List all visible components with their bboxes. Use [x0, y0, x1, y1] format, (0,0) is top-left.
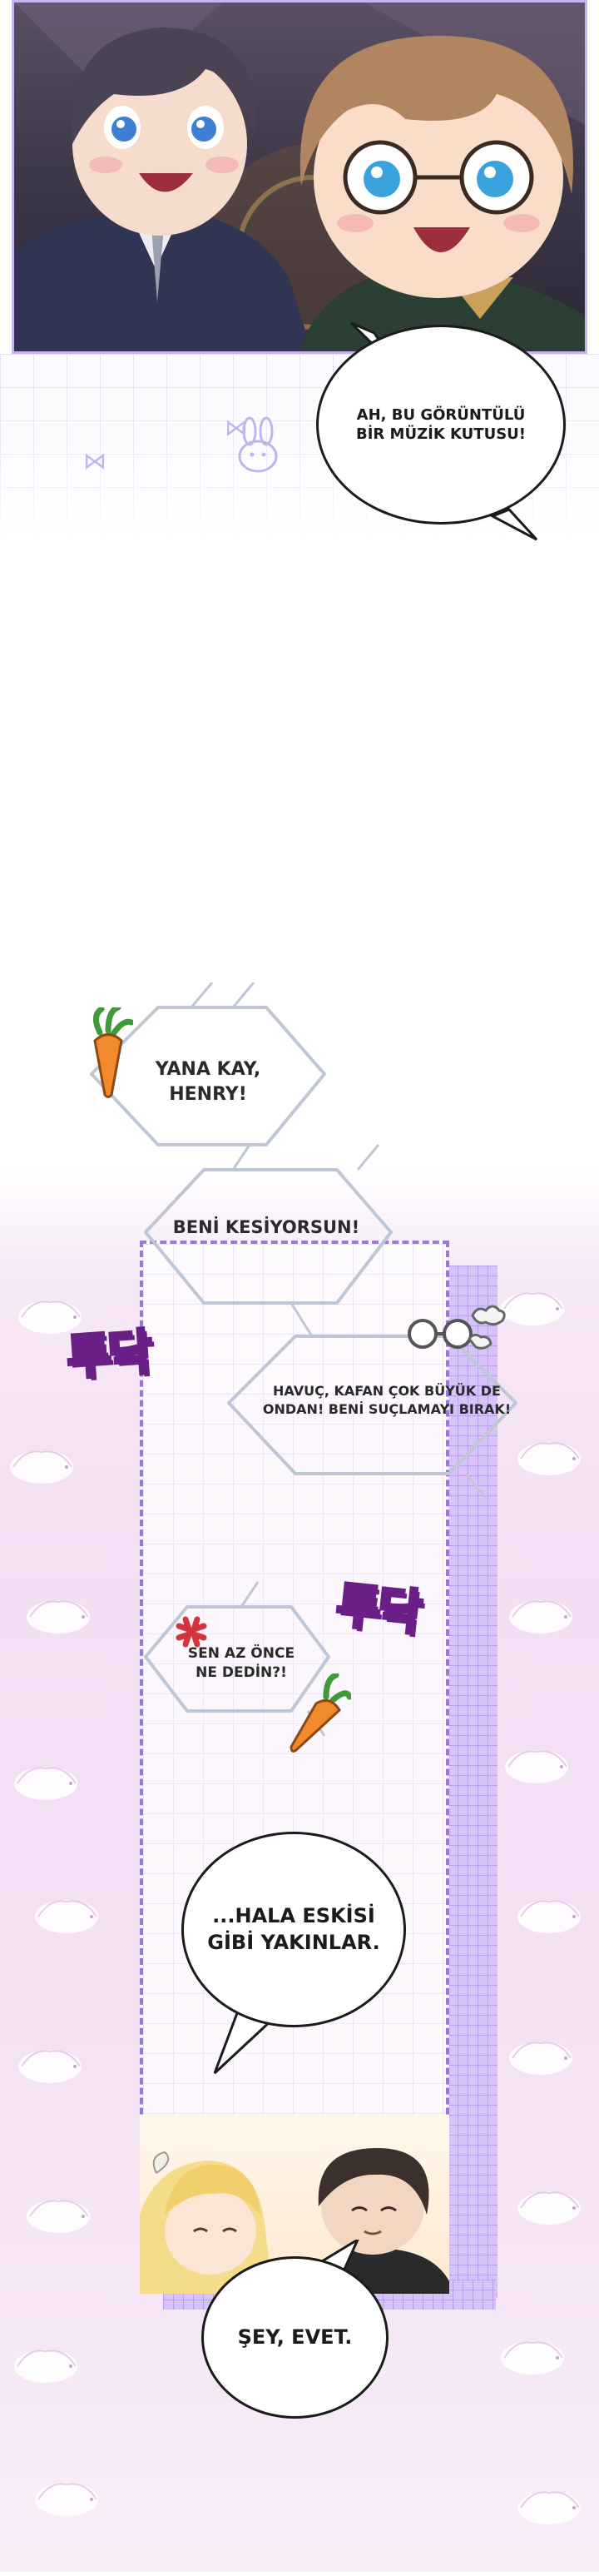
- hex-label-2: BENİ KESİYORSUN!: [172, 1217, 360, 1237]
- top-manga-panel: [12, 0, 587, 354]
- two-boys-illustration: [14, 2, 585, 351]
- chibi-characters-panel: [140, 2115, 449, 2294]
- chibi-characters-illustration: [140, 2148, 449, 2294]
- glasses-icon: [408, 1305, 506, 1350]
- speech-text-middle: ...HALA ESKİSİ GİBİ YAKINLAR.: [207, 1904, 380, 1954]
- hex-label-3: HAVUÇ, KAFAN ÇOK BÜYÜK DE ONDAN! BENİ SU…: [262, 1383, 512, 1417]
- hex-label-4: SEN AZ ÖNCE NE DEDİN?!: [187, 1645, 295, 1681]
- bunny-doodle-icon: [238, 416, 278, 473]
- sfx-text-1: 투닥: [63, 1322, 152, 1388]
- hexagon-frames: [90, 982, 517, 1737]
- carrot-icon: [290, 1673, 351, 1753]
- anger-mark-icon: [176, 1616, 207, 1648]
- carrot-icon: [93, 1007, 133, 1098]
- speech-bubble-bottom: ŞEY, EVET.: [201, 2240, 401, 2423]
- bow-doodle-icon: ⋈: [83, 448, 106, 474]
- speech-bubble-top: AH, BU GÖRÜNTÜLÜ BİR MÜZİK KUTUSU!: [316, 316, 591, 541]
- speech-text-top: AH, BU GÖRÜNTÜLÜ BİR MÜZİK KUTUSU!: [356, 405, 526, 443]
- hex-label-1: YANA KAY, HENRY!: [155, 1059, 261, 1105]
- sfx-text-2: 투닥: [332, 1574, 423, 1643]
- speech-bubble-middle: ...HALA ESKİSİ GİBİ YAKINLAR.: [181, 1832, 414, 2081]
- purple-grid-frame: [448, 1266, 498, 2298]
- speech-text-bottom: ŞEY, EVET.: [237, 2325, 353, 2349]
